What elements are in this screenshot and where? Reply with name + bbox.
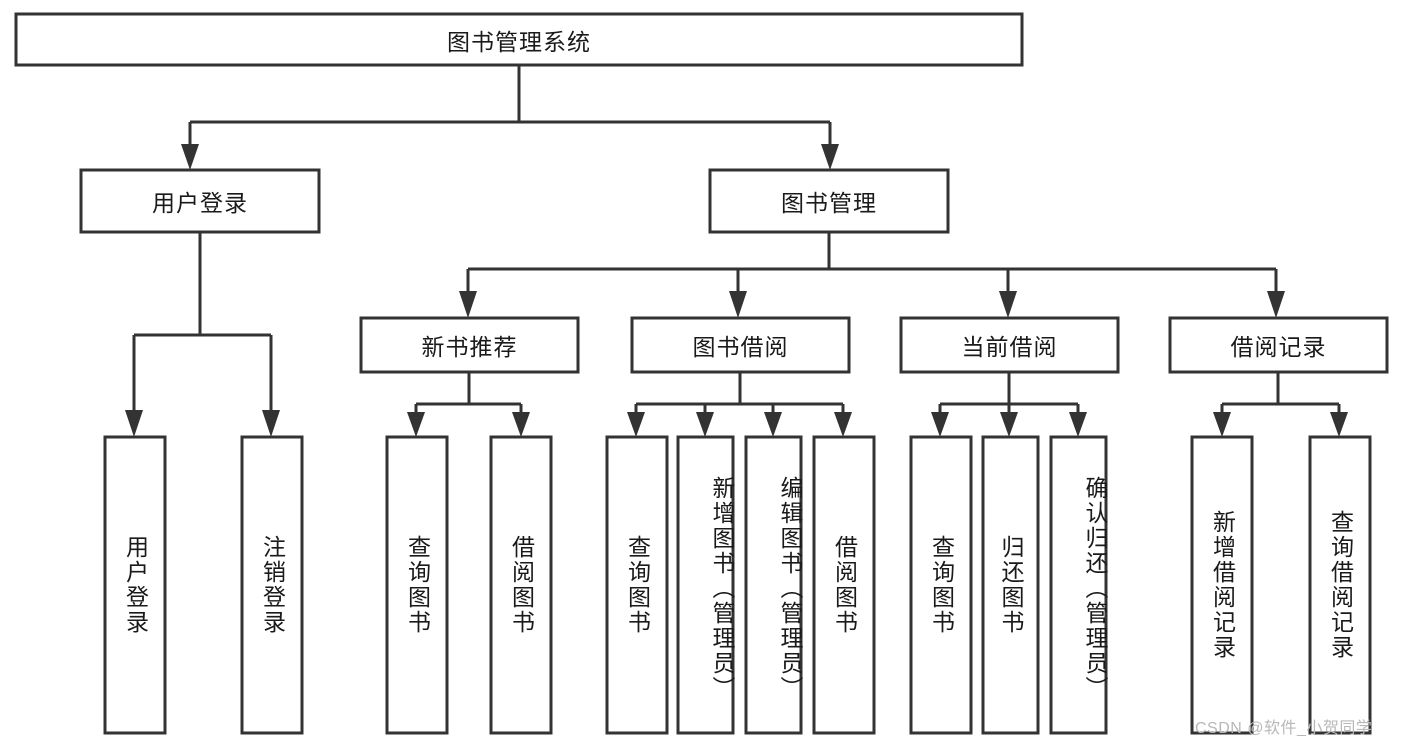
arrow-head-leaf-add-record: [1213, 412, 1231, 437]
node-box-root[interactable]: [14, 12, 1024, 67]
node-box-leaf-query-book-1[interactable]: [385, 435, 449, 735]
node-box-leaf-add-book[interactable]: [676, 435, 735, 735]
arrow-head-leaf-query-book-1: [407, 412, 425, 437]
arrow-head-current-borrow: [999, 291, 1017, 318]
node-box-leaf-query-record[interactable]: [1308, 435, 1372, 735]
node-box-user-login[interactable]: [79, 168, 321, 234]
node-box-leaf-return-book[interactable]: [981, 435, 1040, 735]
arrow-head-leaf-query-book-3: [931, 412, 949, 437]
node-box-leaf-user-login[interactable]: [103, 435, 167, 735]
arrow-head-book-borrow: [729, 291, 747, 318]
arrow-head-leaf-return-book: [1000, 412, 1018, 437]
arrow-head-leaf-confirm-return: [1069, 412, 1087, 437]
node-box-book-manage[interactable]: [708, 168, 950, 234]
node-box-leaf-add-record[interactable]: [1190, 435, 1254, 735]
arrow-head-leaf-edit-book: [764, 412, 782, 437]
node-box-leaf-borrow-book-1[interactable]: [489, 435, 553, 735]
arrow-head-leaf-logout: [262, 410, 280, 437]
arrow-head-leaf-borrow-book-1: [512, 412, 530, 437]
node-box-leaf-query-book-2[interactable]: [605, 435, 669, 735]
node-box-leaf-borrow-book-2[interactable]: [812, 435, 876, 735]
arrow-head-book-manage: [821, 144, 839, 170]
arrow-head-leaf-add-book: [696, 412, 714, 437]
node-box-leaf-logout[interactable]: [240, 435, 304, 735]
arrow-head-new-book-rec: [459, 291, 477, 318]
arrow-head-leaf-query-record: [1330, 412, 1348, 437]
node-box-book-borrow[interactable]: [630, 316, 851, 374]
node-box-leaf-edit-book[interactable]: [744, 435, 803, 735]
arrow-head-borrow-record: [1267, 291, 1285, 318]
arrow-head-leaf-user-login: [125, 410, 143, 437]
arrow-head-leaf-borrow-book-2: [834, 412, 852, 437]
node-box-borrow-record[interactable]: [1168, 316, 1389, 374]
node-box-leaf-confirm-return[interactable]: [1049, 435, 1108, 735]
arrow-head-user-login: [181, 144, 199, 170]
node-box-current-borrow[interactable]: [899, 316, 1120, 374]
arrow-head-leaf-query-book-2: [627, 412, 645, 437]
node-box-new-book-rec[interactable]: [359, 316, 580, 374]
node-box-leaf-query-book-3[interactable]: [909, 435, 973, 735]
